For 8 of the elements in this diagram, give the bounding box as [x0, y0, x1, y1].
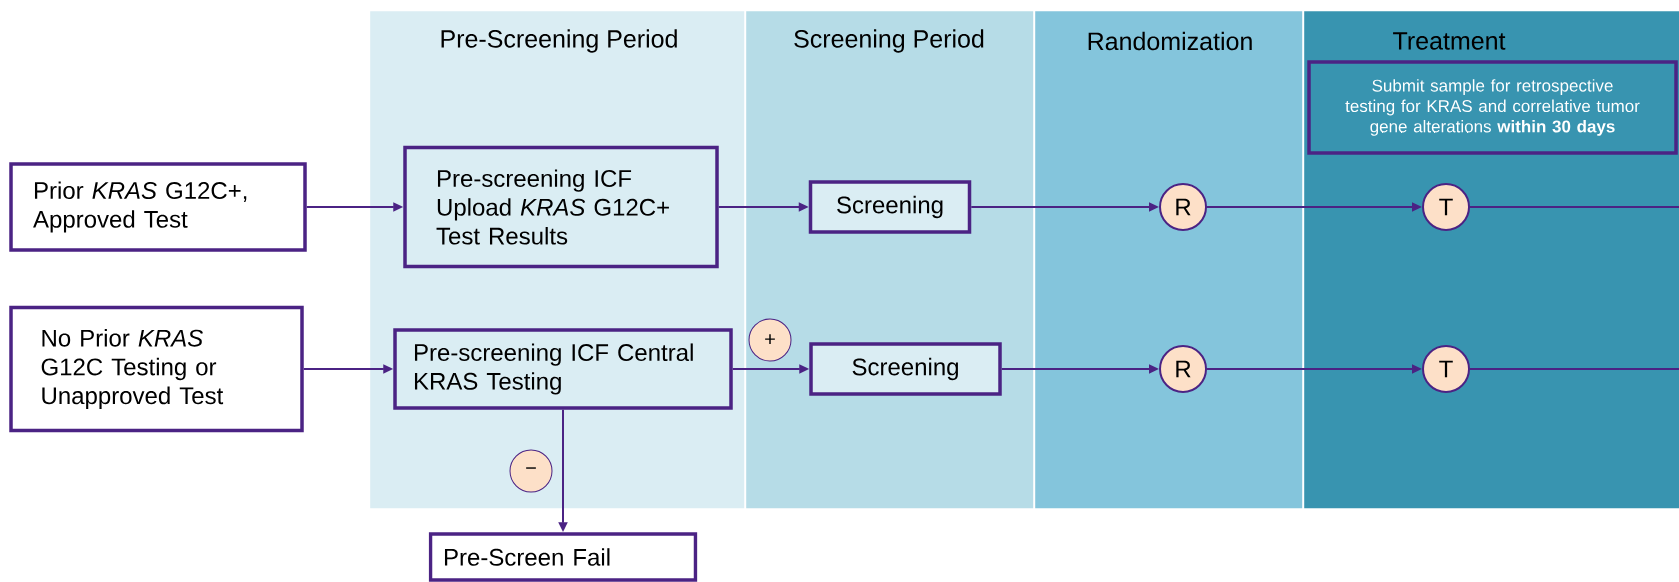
entry-box: Prior KRAS G12C+, Approved Test [9, 162, 307, 252]
process-box: Pre-screening ICF Central KRAS Testing [393, 328, 733, 410]
process-box: Screening [808, 180, 972, 234]
process-box: Screening [809, 342, 1002, 396]
entry-box: No Prior KRAS G12C Testing or Unapproved Test [9, 305, 304, 433]
note-box: Submit sample for retrospective testing for KRAS and correlative tumor gene alterations within 30 days [1307, 60, 1678, 155]
outcome-box: Pre-Screen Fail [428, 532, 698, 582]
process-box: Pre-screening ICF Upload KRAS G12C+ Test Results [403, 145, 719, 269]
